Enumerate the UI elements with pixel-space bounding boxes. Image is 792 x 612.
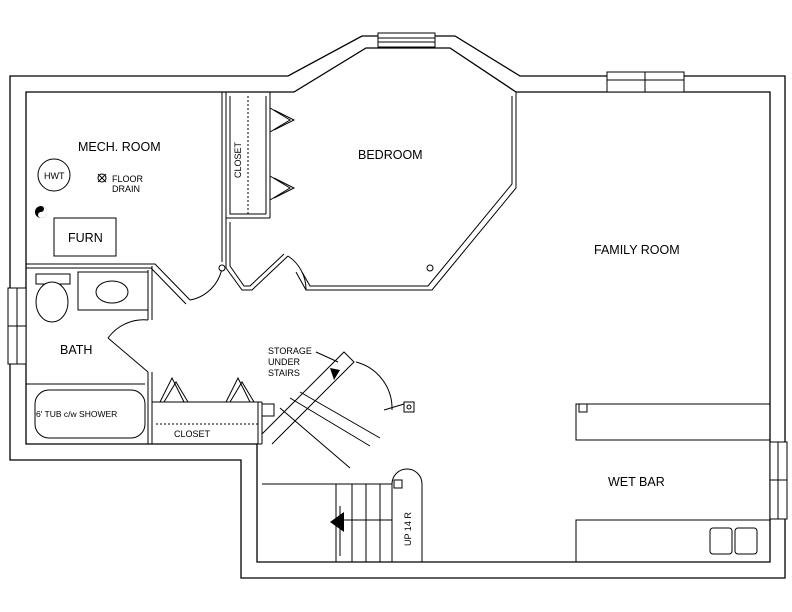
stair-treads (279, 391, 423, 562)
hwt-label: HWT (44, 171, 65, 181)
bath-label: BATH (60, 343, 92, 357)
water-heater-icon (37, 158, 71, 192)
storage-leader-line (315, 351, 339, 363)
tub-label: 6' TUB c/w SHOWER (36, 409, 117, 419)
stair-newel-post (393, 479, 403, 489)
floor-drain-label-line1: FLOOR (112, 174, 144, 184)
furnace-box (53, 217, 117, 257)
vanity-sink-icon (77, 271, 149, 311)
mech-room-label: MECH. ROOM (78, 140, 161, 154)
wet-bar-label: WET BAR (608, 475, 665, 489)
window-wet-bar (769, 441, 788, 520)
closet-upper-label: CLOSET (233, 141, 243, 178)
storage-label-line3: STAIRS (268, 368, 300, 378)
wet-bar-sink-icon (709, 527, 758, 555)
gas-meter-icon (35, 206, 47, 218)
storage-leader-arrow-icon (330, 368, 340, 380)
bedroom-label: BEDROOM (358, 148, 423, 162)
storage-label-line2: UNDER (268, 357, 301, 367)
doors (107, 107, 434, 417)
window-family-room (606, 71, 685, 93)
closet-lower-label: CLOSET (174, 429, 211, 439)
window-bath (7, 287, 27, 365)
stair-direction-arrow-icon (330, 512, 344, 532)
window-top (377, 32, 436, 48)
storage-label-line1: STORAGE (268, 346, 312, 356)
bathtub (34, 389, 146, 439)
wet-bar-post (578, 403, 588, 413)
stair-up-label: UP 14 R (403, 512, 413, 546)
furnace-label: FURN (68, 231, 103, 245)
toilet-icon (35, 273, 71, 323)
floor-drain-icon (97, 173, 107, 183)
interior-walls (26, 92, 771, 563)
family-room-label: FAMILY ROOM (594, 243, 680, 257)
floor-drain-label-line2: DRAIN (112, 184, 140, 194)
